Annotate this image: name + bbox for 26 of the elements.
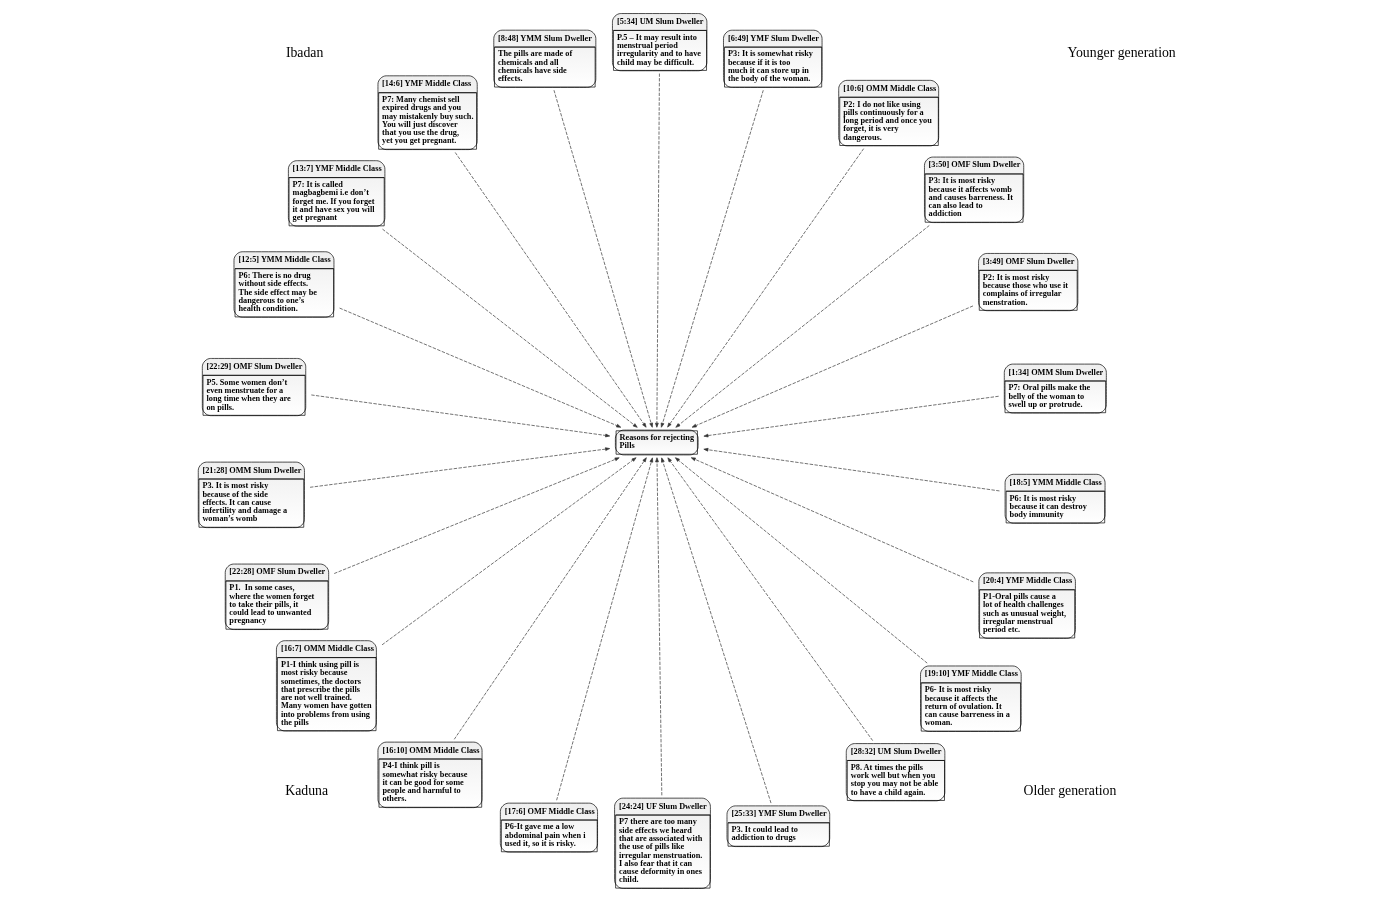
arrow bbox=[309, 447, 610, 488]
arrow bbox=[381, 457, 636, 646]
arrow bbox=[333, 457, 620, 574]
arrow bbox=[667, 457, 873, 741]
label: Ibadan bbox=[285, 45, 323, 61]
arrow bbox=[660, 89, 764, 428]
arrow bbox=[453, 457, 647, 740]
arrow bbox=[654, 73, 660, 428]
arrow bbox=[674, 457, 928, 664]
arrow bbox=[654, 457, 662, 796]
arrow bbox=[666, 148, 864, 428]
label: Older generation bbox=[1022, 783, 1116, 799]
arrow bbox=[310, 394, 610, 438]
label: Kaduna bbox=[284, 783, 328, 799]
arrow bbox=[454, 152, 646, 428]
arrow bbox=[703, 447, 1000, 492]
label: Younger generation bbox=[1066, 45, 1176, 61]
arrow bbox=[660, 457, 771, 804]
arrow bbox=[703, 395, 999, 438]
arrow bbox=[555, 457, 653, 801]
arrow bbox=[338, 307, 621, 428]
arrow bbox=[553, 89, 653, 428]
arrow bbox=[690, 457, 974, 583]
arrow bbox=[381, 228, 638, 428]
arrow bbox=[691, 305, 973, 428]
arrow bbox=[674, 225, 930, 428]
